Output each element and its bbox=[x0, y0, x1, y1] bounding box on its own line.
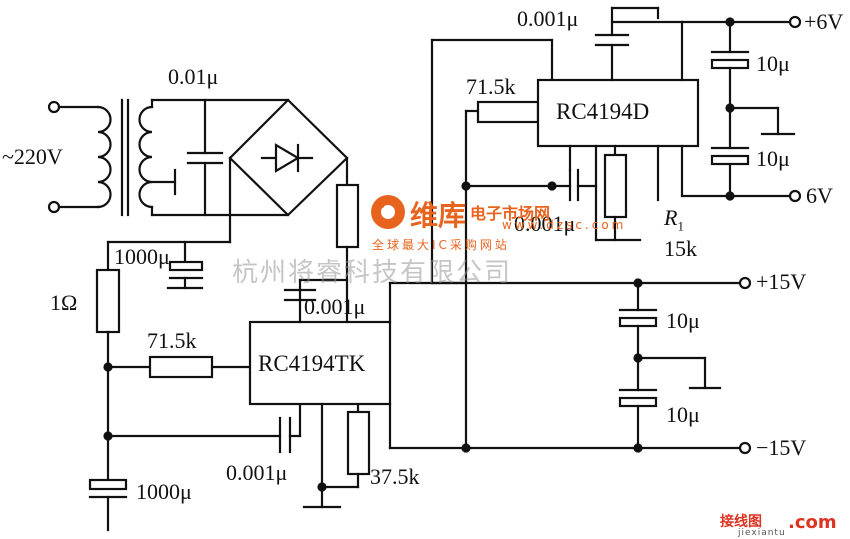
r1-value-label: 15k bbox=[664, 236, 697, 261]
res-37k-label: 37.5k bbox=[370, 464, 420, 489]
top-cap-label: 0.001μ bbox=[517, 6, 579, 31]
left-mid-cap-label: 0.001μ bbox=[304, 294, 366, 319]
cap-p15-b-label: 10μ bbox=[666, 402, 700, 427]
plus6-terminal-label: +6V bbox=[804, 9, 844, 34]
filter-cap-lower-label: 1000μ bbox=[136, 479, 192, 504]
site-cn-watermark: 接线图 bbox=[720, 514, 762, 530]
transformer-cap-label: 0.01μ bbox=[168, 64, 219, 89]
minus6-terminal-label: 6V bbox=[806, 183, 833, 208]
cap-p6-b-label: 10μ bbox=[756, 146, 790, 171]
ac-input-label: ~220V bbox=[2, 144, 63, 169]
ic-top-label: RC4194D bbox=[556, 99, 650, 124]
bottom-cap-label: 0.001μ bbox=[226, 460, 288, 485]
brand-sub-watermark: 全球最大IC采购网站 bbox=[372, 238, 510, 252]
plus15-terminal-label: +15V bbox=[756, 269, 807, 294]
brand-tail-watermark: 电子市场网 bbox=[470, 204, 551, 223]
res-1ohm-label: 1Ω bbox=[50, 290, 78, 315]
res-bottom-label: 71.5k bbox=[147, 328, 197, 353]
brand-url-watermark: www.dzsc.com bbox=[502, 218, 627, 232]
site-dot-watermark: .com bbox=[788, 512, 837, 533]
cap-p15-a-label: 10μ bbox=[666, 308, 700, 333]
company-watermark: 杭州将睿科技有限公司 bbox=[232, 258, 513, 288]
minus15-terminal-label: −15V bbox=[756, 435, 807, 460]
mid-cap-label: 0.001μ bbox=[514, 211, 576, 236]
res-top-label: 71.5k bbox=[466, 74, 516, 99]
site-url-watermark: jiexiantu bbox=[738, 528, 786, 538]
filter-cap-upper-label: 1000μ bbox=[114, 244, 170, 269]
r1-label: R1 bbox=[664, 205, 684, 234]
cap-p6-a-label: 10μ bbox=[756, 51, 790, 76]
brand-watermark: 维库 bbox=[410, 199, 467, 232]
ic-bottom-label: RC4194TK bbox=[258, 351, 366, 376]
